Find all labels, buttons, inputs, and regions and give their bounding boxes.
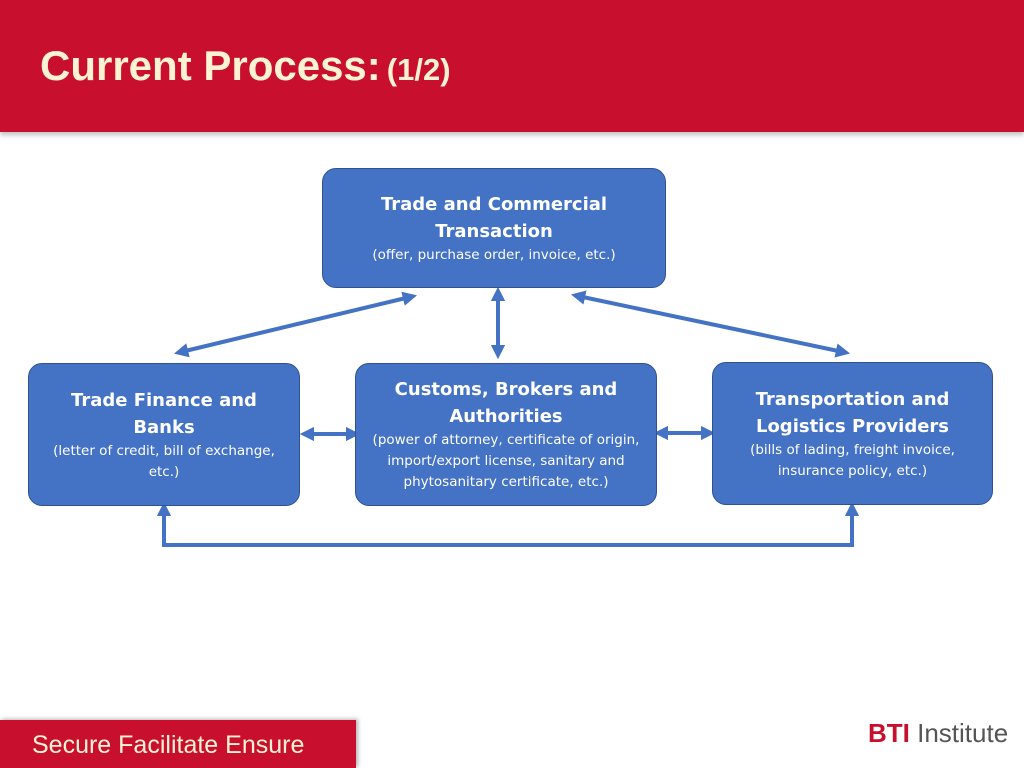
node-trade-commercial-transaction: Trade and Commercial Transaction (offer,… [322,168,666,288]
arrow-trade-finance [173,291,418,358]
node-customs-brokers-authorities: Customs, Brokers and Authorities (power … [355,363,657,506]
node-heading: Trade and Commercial Transaction [380,193,608,242]
node-heading: Transportation and Logistics Providers [755,388,950,437]
tagline: Secure Facilitate Ensure [32,731,305,759]
arrow-trade-transport [570,290,851,358]
node-heading: Customs, Brokers and Authorities [394,379,618,427]
node-trade-finance-banks: Trade Finance and Banks (letter of credi… [28,363,300,506]
logo-bold-text: BTI [868,718,910,748]
node-detail: (bills of lading, freight invoice, insur… [750,441,955,479]
arrow-finance-transport [156,501,860,547]
node-heading: Trade Finance and Banks [71,389,257,438]
page-title: Current Process:(1/2) [40,40,451,96]
node-detail: (power of attorney, certificate of origi… [372,432,640,490]
title-page-indicator: (1/2) [386,52,451,87]
node-detail: (letter of credit, bill of exchange, etc… [53,442,275,480]
node-detail: (offer, purchase order, invoice, etc.) [372,246,616,263]
node-transportation-logistics: Transportation and Logistics Providers (… [712,362,993,505]
bti-institute-logo: BTI Institute [868,717,1008,749]
header-bar: Current Process:(1/2) [0,0,1024,132]
title-text: Current Process: [40,42,381,89]
footer-tagline-bar: Secure Facilitate Ensure [0,720,356,768]
logo-light-text: Institute [909,718,1009,748]
